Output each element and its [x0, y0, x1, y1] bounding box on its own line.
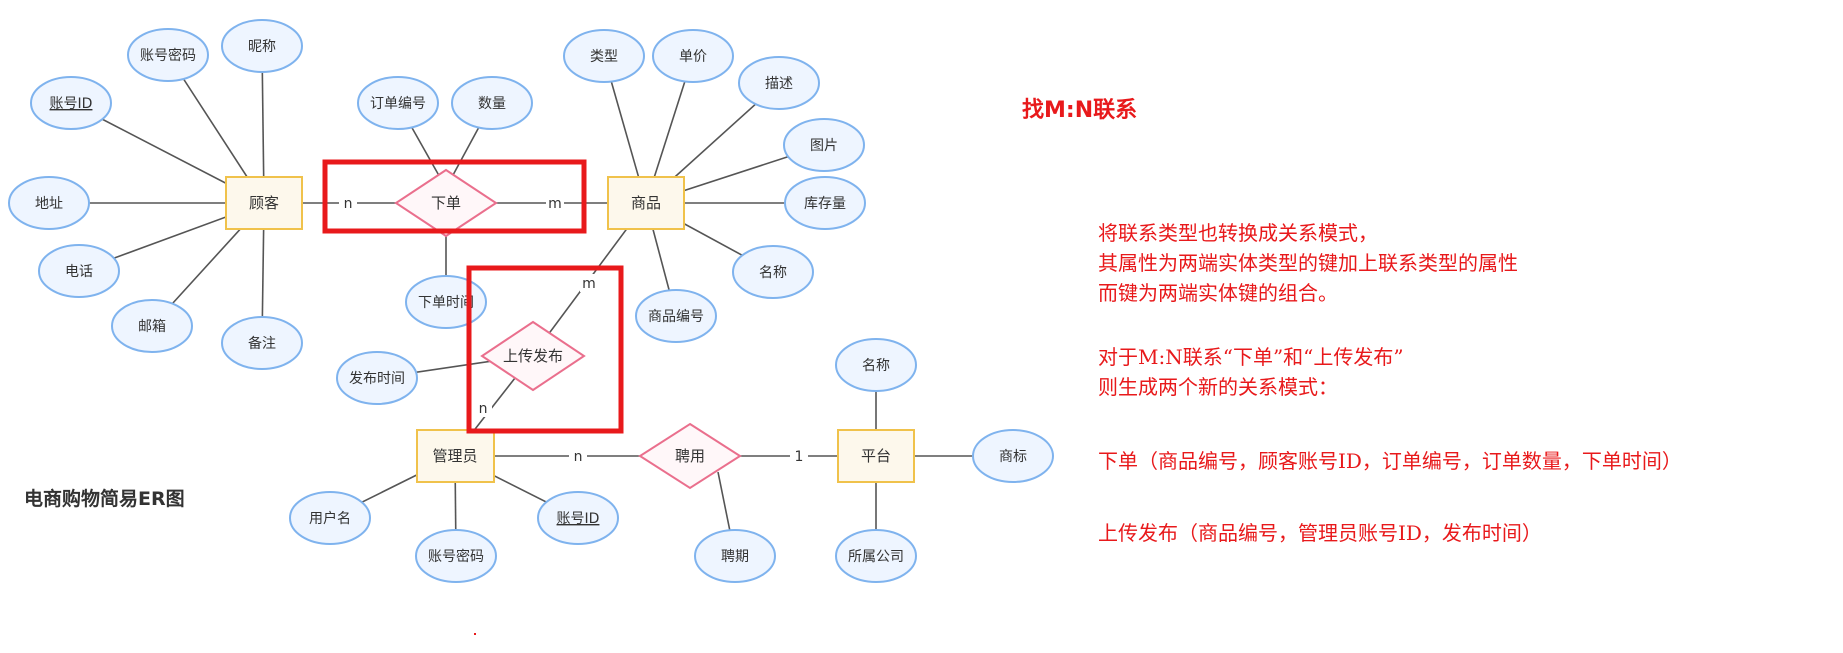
relationship-upload: 上传发布: [480, 320, 586, 392]
attribute-label: 账号ID: [557, 511, 600, 527]
attribute-label: 昵称: [248, 39, 276, 55]
entity-admin: 管理员: [416, 429, 495, 483]
attribute-product-stock: 库存量: [784, 176, 866, 230]
attribute-upload-publish-time: 发布时间: [336, 351, 418, 405]
attribute-label: 订单编号: [370, 96, 426, 112]
attribute-label: 备注: [248, 335, 276, 352]
relationship-hire: 聘用: [638, 422, 742, 490]
attribute-label: 下单时间: [418, 295, 474, 311]
attribute-admin-password: 账号密码: [415, 529, 497, 583]
diagram-title: 电商购物简易ER图: [24, 488, 185, 510]
card-hire-platform: 1: [795, 449, 804, 465]
entity-label: 顾客: [249, 194, 279, 212]
attribute-label: 类型: [590, 49, 618, 65]
attribute-label: 所属公司: [848, 549, 904, 565]
note-line: 其属性为两端实体类型的键加上联系类型的属性: [1098, 251, 1518, 275]
entity-nodes: 顾客 商品 管理员 平台: [225, 176, 915, 483]
highlight-upload: [466, 265, 624, 434]
relationship-label: 下单: [431, 194, 461, 212]
note-line: 则生成两个新的关系模式：: [1098, 375, 1338, 399]
entity-label: 商品: [631, 194, 661, 212]
attribute-order-quantity: 数量: [451, 76, 533, 130]
attribute-customer-password: 账号密码: [127, 28, 209, 82]
note-line: 对于M:N联系“下单”和“上传发布”: [1098, 345, 1404, 369]
attribute-label: 描述: [765, 76, 793, 92]
attribute-customer-address: 地址: [8, 176, 90, 230]
attribute-product-type: 类型: [563, 29, 645, 83]
attribute-label: 账号密码: [428, 548, 484, 565]
attribute-customer-email: 邮箱: [111, 299, 193, 353]
highlight-order: [322, 159, 587, 234]
attribute-label: 账号ID: [50, 96, 93, 112]
attribute-hire-term: 聘期: [694, 529, 776, 583]
entity-product: 商品: [607, 176, 685, 230]
entity-label: 管理员: [432, 447, 477, 465]
attribute-label: 电话: [65, 264, 93, 280]
highlight-boxes: [322, 159, 624, 434]
schema-order: 下单（商品编号，顾客账号ID，订单编号，订单数量，下单时间）: [1098, 449, 1682, 473]
relationship-label: 聘用: [675, 447, 705, 465]
card-order-customer: n: [344, 196, 353, 212]
attribute-customer-phone: 电话: [38, 244, 120, 298]
attribute-product-name: 名称: [732, 245, 814, 299]
entity-label: 平台: [861, 447, 891, 465]
attribute-order-time: 下单时间: [405, 275, 487, 329]
attribute-customer-nickname: 昵称: [221, 19, 303, 73]
attribute-nodes: 账号ID 账号密码 昵称 地址 电话 邮箱 备注 订单编号: [8, 19, 1054, 583]
attribute-product-image: 图片: [783, 118, 865, 172]
card-hire-admin: n: [574, 449, 583, 465]
attribute-label: 库存量: [804, 196, 846, 212]
stray-mark: [474, 633, 476, 635]
attribute-label: 用户名: [309, 510, 351, 527]
attribute-label: 商标: [999, 449, 1027, 465]
attribute-product-desc: 描述: [738, 56, 820, 110]
attribute-label: 地址: [35, 196, 63, 212]
entity-customer: 顾客: [225, 176, 303, 230]
attribute-label: 名称: [759, 265, 787, 281]
card-order-product: m: [548, 196, 562, 212]
attribute-label: 发布时间: [349, 371, 405, 387]
attribute-platform-name: 名称: [835, 338, 917, 392]
entity-platform: 平台: [837, 429, 915, 483]
relationship-label: 上传发布: [503, 347, 563, 365]
attribute-customer-account-id: 账号ID: [30, 76, 112, 130]
note-line: 而键为两端实体键的组合。: [1098, 281, 1338, 305]
attribute-admin-account-id: 账号ID: [537, 491, 619, 545]
relationship-nodes: 下单 上传发布 聘用: [394, 168, 742, 490]
attribute-platform-company: 所属公司: [835, 529, 917, 583]
attribute-product-id: 商品编号: [635, 289, 717, 343]
card-upload-product: m: [582, 276, 596, 292]
cardinality-labels: n m m n n 1: [339, 194, 808, 465]
mn-heading: 找M:N联系: [1022, 98, 1138, 123]
attribute-label: 邮箱: [138, 319, 166, 335]
explanation-notes: 将联系类型也转换成关系模式， 其属性为两端实体类型的键加上联系类型的属性 而键为…: [1098, 218, 1838, 548]
relationship-order: 下单: [394, 168, 498, 238]
schema-upload: 上传发布（商品编号，管理员账号ID，发布时间）: [1098, 521, 1542, 545]
attribute-label: 账号密码: [140, 47, 196, 64]
attribute-label: 聘期: [721, 549, 749, 565]
attribute-admin-username: 用户名: [289, 491, 371, 545]
note-line: 将联系类型也转换成关系模式，: [1098, 221, 1378, 245]
attribute-customer-remark: 备注: [221, 316, 303, 370]
attribute-platform-logo: 商标: [972, 429, 1054, 483]
attribute-product-price: 单价: [652, 29, 734, 83]
attribute-label: 名称: [862, 358, 890, 374]
attribute-label: 单价: [679, 49, 707, 65]
attribute-label: 图片: [810, 138, 838, 154]
attribute-label: 数量: [478, 96, 506, 112]
attribute-order-number: 订单编号: [357, 76, 439, 130]
card-upload-admin: n: [479, 401, 488, 417]
attribute-label: 商品编号: [648, 309, 704, 325]
